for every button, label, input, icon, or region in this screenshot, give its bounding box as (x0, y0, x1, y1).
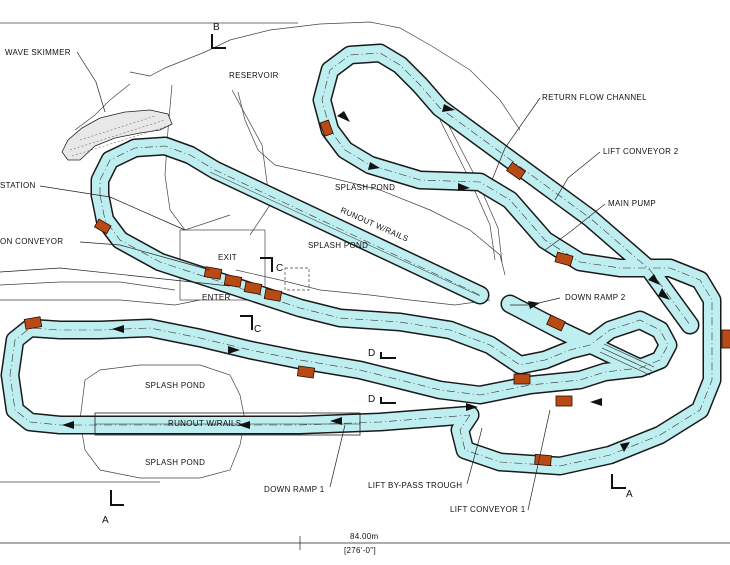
label-lift-bypass: LIFT BY-PASS TROUGH (368, 481, 462, 490)
label-section-d-bottom: D (368, 394, 375, 405)
label-section-b: B (213, 22, 220, 33)
dimension-metric: 84.00m (350, 532, 379, 541)
boat (546, 314, 566, 332)
dimension-imperial: [276'-0"] (344, 546, 376, 555)
boat (296, 365, 316, 379)
label-down-ramp-2: DOWN RAMP 2 (565, 293, 626, 302)
flow-arrow (648, 274, 660, 285)
flow-arrow (238, 421, 250, 429)
flow-arrow (368, 162, 380, 170)
boat (223, 274, 243, 288)
section-markers (110, 34, 626, 506)
label-conveyor: ON CONVEYOR (0, 237, 63, 246)
boat (93, 218, 112, 235)
flow-arrow (228, 346, 240, 354)
flow-arrow (590, 398, 602, 406)
flow-arrow (337, 111, 350, 122)
boat (555, 395, 573, 407)
label-section-c-bottom: C (254, 324, 261, 335)
boat (513, 373, 531, 385)
label-splash-pond-bl2: SPLASH POND (145, 458, 205, 467)
flow-arrows (62, 104, 670, 452)
label-section-d-top: D (368, 348, 375, 359)
label-main-pump: MAIN PUMP (608, 199, 656, 208)
label-section-a-left: A (102, 515, 109, 526)
label-down-ramp-1: DOWN RAMP 1 (264, 485, 325, 494)
flow-arrow (330, 417, 342, 425)
label-exit: EXIT (218, 253, 237, 262)
boats (23, 119, 730, 467)
wave-skimmer (61, 109, 173, 161)
boat (534, 453, 552, 467)
lift-conveyor-hatch (599, 343, 655, 376)
flow-arrow (458, 183, 470, 191)
label-runout-bottom: RUNOUT W/RAILS (168, 419, 241, 428)
label-enter: ENTER (202, 293, 231, 302)
label-station: STATION (0, 181, 36, 190)
boat (554, 251, 574, 267)
label-splash-pond-bl1: SPLASH POND (145, 381, 205, 390)
boat (319, 119, 334, 137)
flow-arrow (620, 442, 630, 452)
boat (23, 316, 43, 330)
flow-arrow (62, 421, 74, 429)
label-return-flow-channel: RETURN FLOW CHANNEL (542, 93, 647, 102)
label-lift-conveyor-1: LIFT CONVEYOR 1 (450, 505, 526, 514)
runout-rails (94, 171, 481, 436)
flow-arrow (466, 403, 478, 411)
leader-lines (0, 51, 606, 511)
flow-arrow (442, 104, 455, 112)
flow-arrow (528, 301, 540, 309)
boat (721, 329, 730, 349)
label-splash-pond-top: SPLASH POND (335, 183, 395, 192)
label-lift-conveyor-2: LIFT CONVEYOR 2 (603, 147, 679, 156)
label-section-c-top: C (276, 263, 283, 274)
flow-arrow (658, 288, 670, 300)
ride-water (2, 45, 720, 474)
label-wave-skimmer: WAVE SKIMMER (5, 48, 71, 57)
boat (243, 281, 263, 295)
label-section-a-right: A (626, 489, 633, 500)
dimension-line (0, 536, 730, 550)
label-reservoir: RESERVOIR (229, 71, 279, 80)
flow-arrow (112, 325, 124, 333)
label-splash-pond-mid: SPLASH POND (308, 241, 368, 250)
boat (263, 288, 283, 302)
boat (506, 161, 526, 181)
